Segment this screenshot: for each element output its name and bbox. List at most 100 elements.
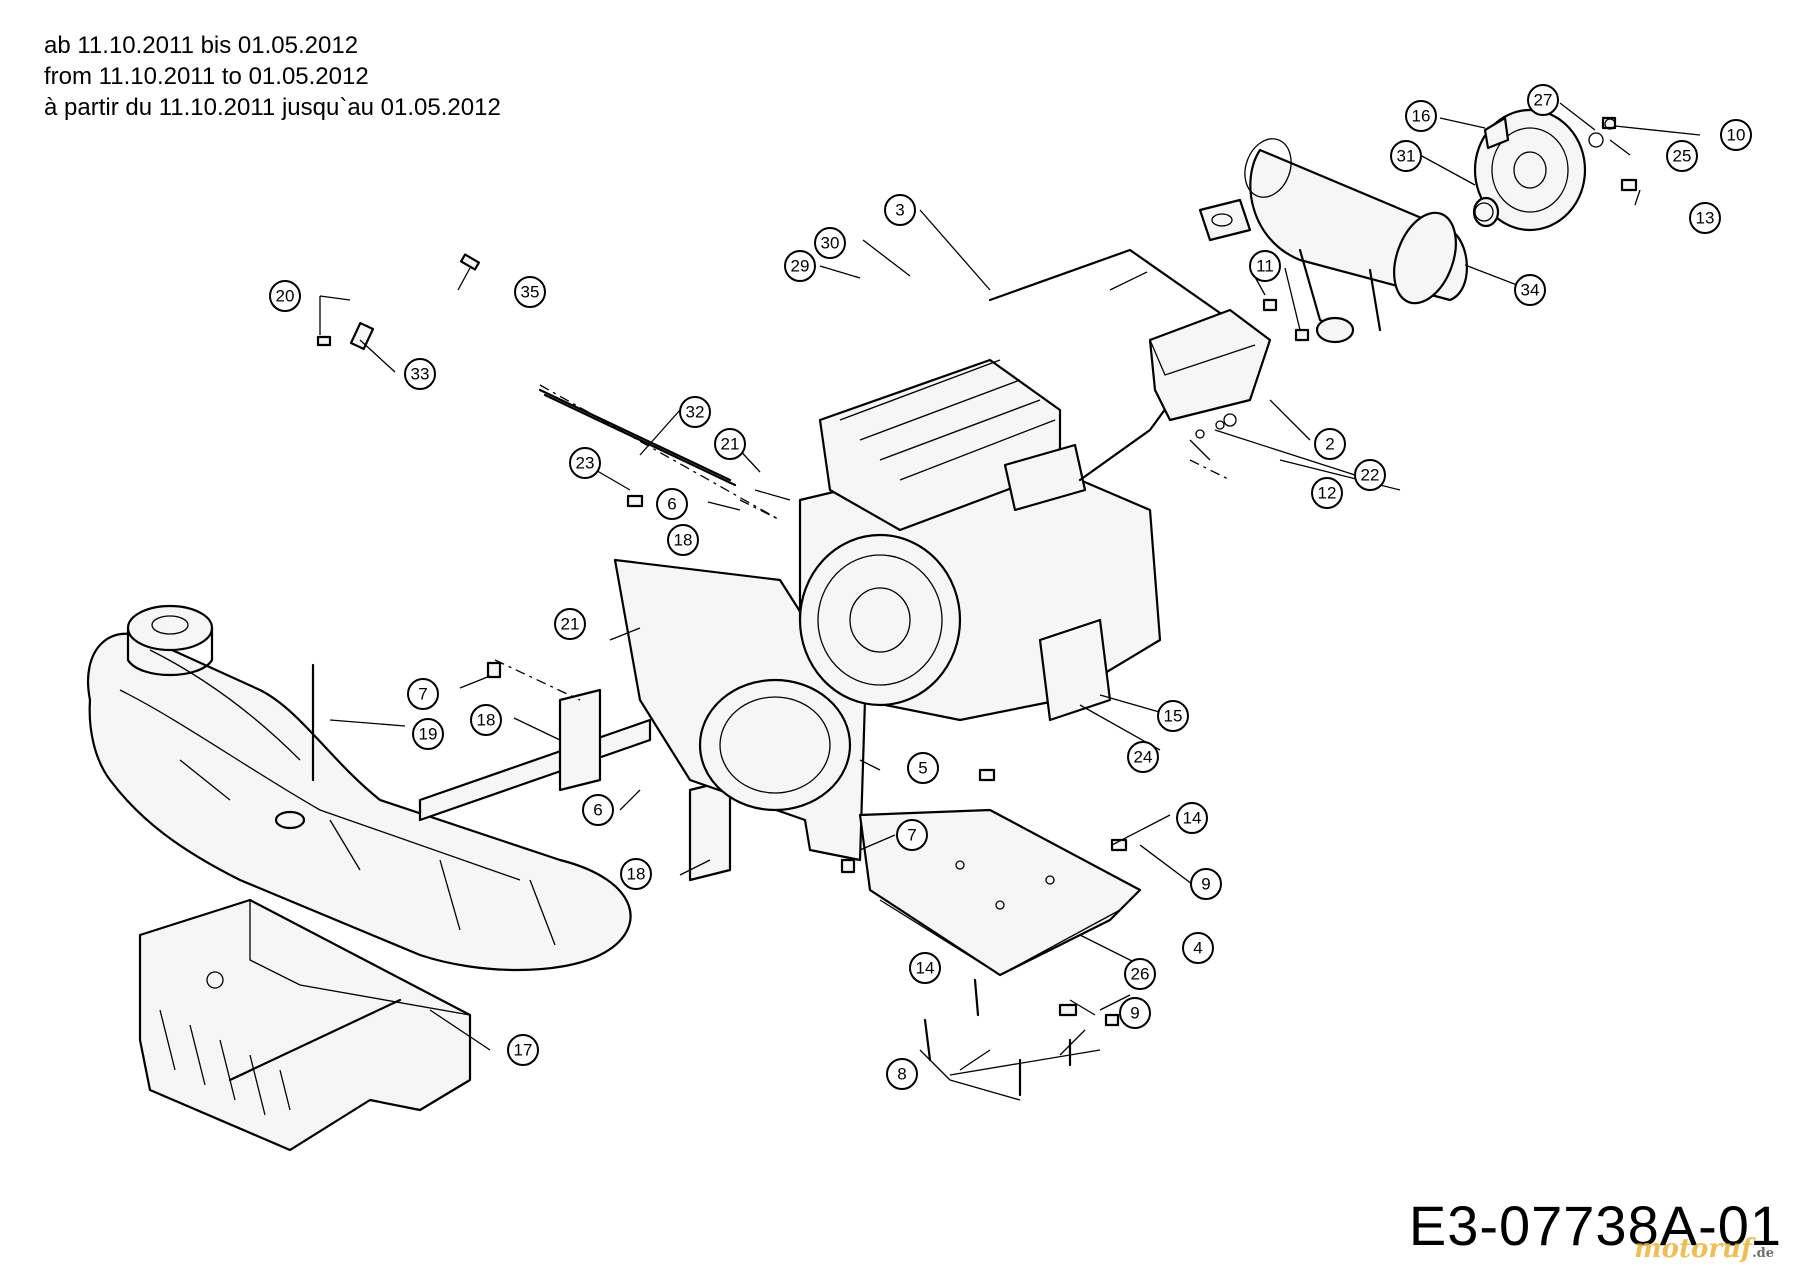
svg-text:6: 6 — [593, 801, 602, 820]
callout-30: 30 — [814, 227, 846, 259]
callout-9a: 9 — [1190, 868, 1222, 900]
callout-3: 3 — [884, 194, 916, 226]
exhaust-heat-shield — [1148, 308, 1272, 422]
callout-20: 20 — [269, 280, 301, 312]
callout-32: 32 — [679, 396, 711, 428]
callout-6b: 6 — [582, 794, 614, 826]
svg-text:9: 9 — [1130, 1004, 1139, 1023]
callouts: 20 35 33 30 29 3 32 21 23 6 18 21 7 18 1… — [269, 84, 1752, 1090]
dipstick-tube — [311, 388, 737, 782]
callout-29: 29 — [784, 250, 816, 282]
leader-lines — [319, 102, 1701, 1101]
callout-22: 22 — [1354, 459, 1386, 491]
svg-text:21: 21 — [561, 615, 580, 634]
validity-line-de: ab 11.10.2011 bis 01.05.2012 — [44, 32, 359, 59]
callout-13: 13 — [1689, 202, 1721, 234]
svg-text:13: 13 — [1696, 209, 1715, 228]
svg-text:17: 17 — [514, 1041, 533, 1060]
svg-text:5: 5 — [918, 759, 927, 778]
tank-heat-shield — [138, 898, 472, 1152]
callout-18b: 18 — [470, 704, 502, 736]
svg-text:33: 33 — [411, 365, 430, 384]
svg-text:30: 30 — [821, 234, 840, 253]
callout-34: 34 — [1514, 274, 1546, 306]
svg-text:6: 6 — [667, 495, 676, 514]
svg-text:24: 24 — [1134, 748, 1153, 767]
svg-text:29: 29 — [791, 257, 810, 276]
callout-21b: 21 — [554, 608, 586, 640]
svg-text:14: 14 — [916, 959, 935, 978]
svg-text:35: 35 — [521, 283, 540, 302]
callout-14b: 14 — [909, 952, 941, 984]
muffler — [1198, 138, 1468, 344]
drawing-code: E3-07738A-01 — [1408, 1194, 1782, 1257]
svg-text:7: 7 — [907, 826, 916, 845]
callout-11: 11 — [1249, 250, 1281, 282]
svg-text:27: 27 — [1534, 91, 1553, 110]
callout-31: 31 — [1390, 140, 1422, 172]
validity-line-fr: à partir du 11.10.2011 jusqu`au 01.05.20… — [44, 94, 501, 121]
callout-10: 10 — [1720, 119, 1752, 151]
svg-text:15: 15 — [1164, 707, 1183, 726]
callout-16: 16 — [1405, 100, 1437, 132]
hardware-bits — [316, 116, 1638, 1097]
callout-14a: 14 — [1176, 802, 1208, 834]
svg-text:3: 3 — [895, 201, 904, 220]
svg-text:20: 20 — [276, 287, 295, 306]
svg-text:22: 22 — [1361, 466, 1380, 485]
engine-mount-plate — [858, 808, 1142, 977]
svg-text:21: 21 — [721, 435, 740, 454]
svg-text:25: 25 — [1673, 147, 1692, 166]
callout-35: 35 — [514, 276, 546, 308]
watermark-suffix: .de — [1752, 1246, 1774, 1261]
callout-7b: 7 — [896, 819, 928, 851]
callout-21a: 21 — [714, 428, 746, 460]
svg-text:11: 11 — [1256, 257, 1274, 276]
callout-18c: 18 — [620, 858, 652, 890]
callout-17: 17 — [507, 1034, 539, 1066]
callout-26: 26 — [1124, 958, 1156, 990]
svg-text:32: 32 — [686, 403, 705, 422]
svg-text:18: 18 — [627, 865, 646, 884]
callout-8: 8 — [886, 1058, 918, 1090]
svg-text:8: 8 — [897, 1065, 906, 1084]
validity-line-en: from 11.10.2011 to 01.05.2012 — [44, 63, 369, 90]
svg-text:18: 18 — [674, 531, 693, 550]
callout-6a: 6 — [656, 488, 688, 520]
callout-33: 33 — [404, 358, 436, 390]
validity-header: ab 11.10.2011 bis 01.05.2012 from 11.10.… — [44, 30, 501, 123]
callout-27: 27 — [1527, 84, 1559, 116]
svg-text:18: 18 — [477, 711, 496, 730]
svg-text:12: 12 — [1318, 484, 1337, 503]
svg-text:31: 31 — [1397, 147, 1416, 166]
callout-18a: 18 — [667, 524, 699, 556]
pto-clutch — [1472, 108, 1587, 232]
callout-25: 25 — [1666, 140, 1698, 172]
callout-19: 19 — [412, 718, 444, 750]
svg-text:19: 19 — [419, 725, 438, 744]
svg-text:23: 23 — [576, 454, 595, 473]
svg-text:2: 2 — [1325, 435, 1334, 454]
callout-5: 5 — [907, 752, 939, 784]
svg-text:26: 26 — [1131, 965, 1150, 984]
svg-text:10: 10 — [1727, 126, 1746, 145]
callout-9b: 9 — [1119, 997, 1151, 1029]
svg-text:9: 9 — [1201, 875, 1210, 894]
assembly-lines — [494, 384, 1231, 701]
svg-text:16: 16 — [1412, 107, 1431, 126]
svg-text:14: 14 — [1183, 809, 1202, 828]
motoruf-watermark: motoruf.de — [1634, 1234, 1774, 1264]
engine-block — [798, 248, 1232, 722]
callout-2: 2 — [1314, 428, 1346, 460]
svg-text:7: 7 — [418, 685, 427, 704]
fuel-tank — [87, 604, 632, 972]
watermark-name: motoruf — [1634, 1234, 1753, 1264]
callout-24: 24 — [1127, 741, 1159, 773]
callout-12: 12 — [1311, 477, 1343, 509]
callout-7a: 7 — [407, 678, 439, 710]
callout-4: 4 — [1182, 932, 1214, 964]
callout-15: 15 — [1157, 700, 1189, 732]
callout-23: 23 — [569, 447, 601, 479]
svg-text:34: 34 — [1521, 281, 1540, 300]
